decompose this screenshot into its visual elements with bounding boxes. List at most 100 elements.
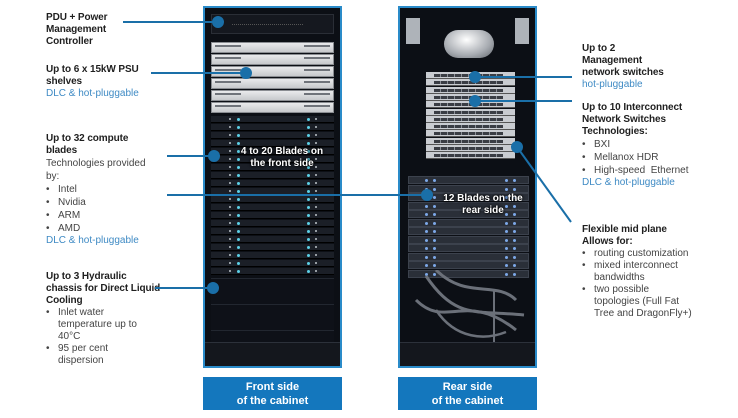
compute-blade — [211, 212, 334, 219]
status-led-icon — [505, 238, 508, 242]
status-led-icon — [315, 254, 317, 256]
rear-frame-bracket — [515, 18, 529, 44]
status-led-icon — [237, 142, 240, 145]
status-led-icon — [237, 150, 240, 153]
status-led-icon — [307, 270, 310, 273]
status-led-icon — [307, 166, 310, 169]
status-led-icon — [307, 262, 310, 265]
status-led-icon — [237, 222, 240, 225]
status-led-icon — [433, 179, 436, 182]
status-led-icon — [315, 238, 317, 240]
midplane-feature-list: routing customization mixed interconnect… — [582, 248, 702, 320]
status-led-icon — [505, 255, 508, 259]
title-line: Up to 32 compute — [46, 133, 129, 144]
compute-blade — [211, 140, 334, 147]
title-line: Up to 2 — [582, 43, 616, 54]
rear-blade — [408, 184, 529, 193]
status-led-icon — [433, 187, 436, 191]
status-led-icon — [307, 126, 310, 129]
label-mid-plane: Flexible mid plane Allows for: routing c… — [582, 224, 702, 320]
status-led-icon — [229, 254, 231, 256]
psu-shelf — [211, 42, 334, 53]
label-psu: Up to 6 x 15kW PSU shelves DLC & hot-plu… — [46, 64, 139, 100]
status-led-icon — [229, 166, 231, 168]
status-led-icon — [315, 190, 317, 192]
status-led-icon — [237, 262, 240, 265]
list-item: ARM — [46, 209, 156, 222]
front-blades-overlay: 4 to 20 Blades on the front side — [227, 146, 337, 170]
status-led-icon — [425, 187, 428, 191]
network-switch — [426, 108, 515, 116]
status-led-icon — [425, 230, 428, 233]
title-line: Controller — [46, 36, 93, 47]
cabinet-base — [400, 342, 535, 366]
compute-blade — [211, 172, 334, 179]
status-led-icon — [433, 264, 436, 267]
label-psu-accent: DLC & hot-pluggable — [46, 88, 139, 99]
status-led-icon — [237, 206, 240, 209]
status-led-icon — [237, 214, 240, 217]
label-pdu-title: PDU + Power Management Controller — [46, 12, 108, 48]
compute-blade — [211, 188, 334, 195]
status-led-icon — [307, 182, 310, 185]
compute-blade — [211, 252, 334, 259]
list-item: mixed interconnect bandwidths — [582, 260, 692, 284]
status-led-icon — [505, 221, 508, 225]
status-led-icon — [315, 126, 317, 128]
compute-blade — [211, 220, 334, 227]
status-led-icon — [513, 247, 516, 250]
network-switch — [426, 137, 515, 145]
title-line: Up to 3 Hydraulic — [46, 271, 127, 282]
title-line: Management — [46, 24, 107, 35]
compute-blade — [211, 260, 334, 267]
compute-blade — [211, 236, 334, 243]
status-led-icon — [513, 204, 516, 208]
status-led-icon — [505, 196, 508, 199]
status-led-icon — [315, 158, 317, 160]
status-led-icon — [505, 230, 508, 233]
overlay-line: 12 Blades on the — [443, 193, 523, 204]
label-management-switches: Up to 2 Management network switches hot-… — [582, 43, 664, 91]
network-switch — [426, 115, 515, 123]
label-hydraulic: Up to 3 Hydraulic chassis for Direct Liq… — [46, 271, 166, 367]
cabinet-base — [205, 342, 340, 366]
network-switch — [426, 152, 515, 160]
rear-frame-bracket — [406, 18, 420, 44]
label-hydraulic-title: Up to 3 Hydraulic chassis for Direct Liq… — [46, 271, 166, 307]
title-line: network switches — [582, 67, 664, 78]
rear-blade — [408, 227, 529, 235]
status-led-icon — [433, 221, 436, 225]
rear-cabinet-image: 12 Blades on the rear side — [398, 6, 537, 368]
title-line: Up to 10 Interconnect — [582, 102, 683, 113]
status-led-icon — [425, 204, 428, 208]
status-led-icon — [229, 118, 231, 120]
status-led-icon — [513, 187, 516, 191]
rear-blade — [408, 269, 529, 278]
label-compute-sub: Technologies provided by: — [46, 158, 146, 182]
status-led-icon — [229, 190, 231, 192]
status-led-icon — [229, 198, 231, 200]
compute-blade — [211, 156, 334, 163]
title-line: Allows for: — [582, 236, 633, 247]
status-led-icon — [315, 182, 317, 184]
title-line: Management — [582, 55, 643, 66]
title-line: shelves — [46, 76, 82, 87]
overlay-line: 4 to 20 Blades on — [240, 146, 324, 157]
status-led-icon — [229, 222, 231, 224]
status-led-icon — [425, 221, 428, 225]
status-led-icon — [237, 166, 240, 169]
status-led-icon — [315, 222, 317, 224]
compute-blade — [211, 116, 334, 123]
list-item: BXI — [582, 138, 689, 151]
label-compute-title: Up to 32 compute blades — [46, 133, 156, 157]
caption-line: of the cabinet — [236, 395, 309, 407]
label-compute-blades: Up to 32 compute blades Technologies pro… — [46, 133, 156, 247]
status-led-icon — [425, 213, 428, 216]
list-item: AMD — [46, 222, 156, 235]
status-led-icon — [237, 174, 240, 177]
hydraulic-chassis — [211, 304, 334, 330]
status-led-icon — [505, 247, 508, 250]
label-interconnect-switches: Up to 10 Interconnect Network Switches T… — [582, 102, 689, 189]
status-led-icon — [433, 230, 436, 233]
status-led-icon — [315, 150, 317, 152]
